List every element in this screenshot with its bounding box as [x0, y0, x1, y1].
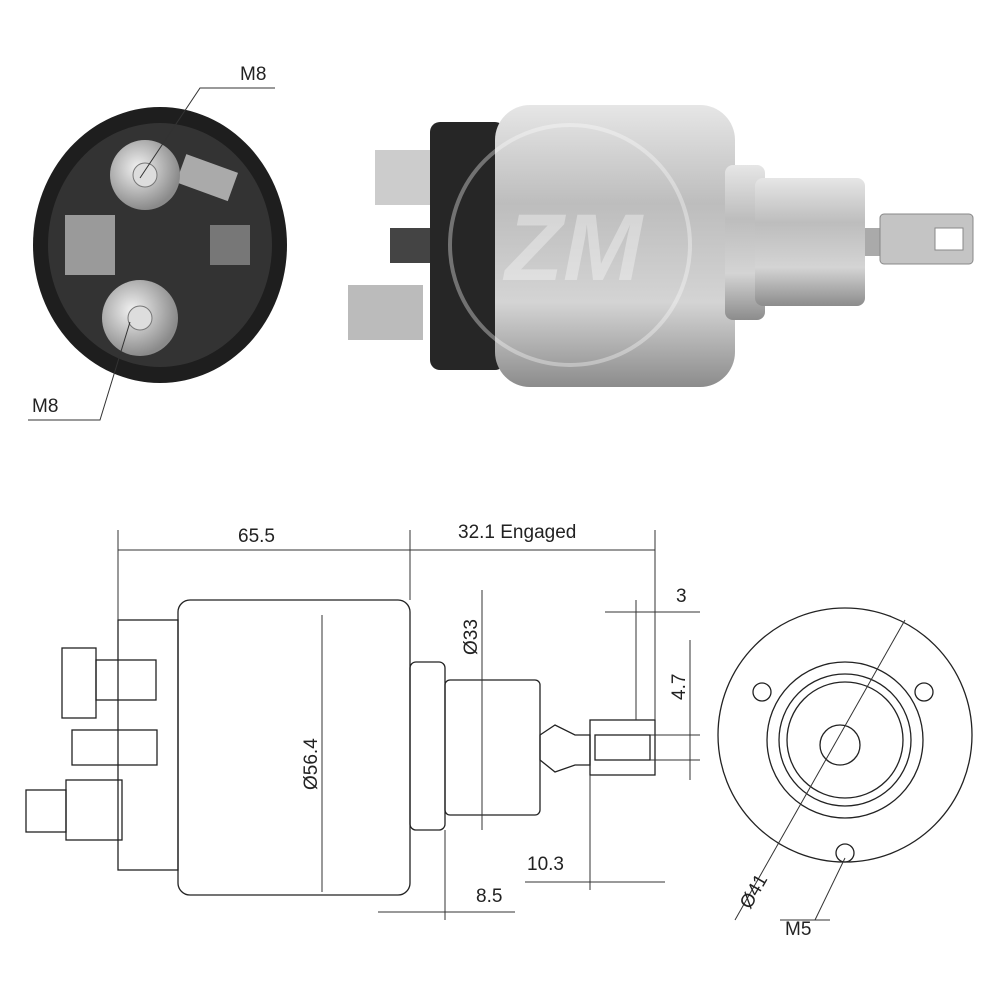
dim-step-length: 8.5 [476, 886, 502, 907]
end-view-drawing: Ø41 M5 [717, 607, 973, 940]
dim-mount-thread: M5 [785, 919, 811, 940]
dim-mount-circle: Ø41 [736, 871, 772, 913]
leader-m8-bottom [28, 321, 131, 421]
dim-tab-slot: 4.7 [669, 674, 690, 700]
dim-step-diameter: Ø33 [461, 619, 482, 655]
leader-m8-top [139, 87, 275, 179]
side-view-photo: ZM [348, 105, 974, 387]
label-m8-top: M8 [240, 64, 266, 85]
side-view-drawing: 65.5 32.1 Engaged Ø56.4 Ø33 3 4.7 10.3 8… [25, 522, 700, 920]
dim-tab-length: 10.3 [527, 854, 564, 875]
label-m8-bottom: M8 [32, 396, 58, 417]
svg-text:ZM: ZM [502, 195, 644, 301]
end-view-photo: M8 M8 [28, 64, 287, 421]
watermark-logo: ZM [448, 123, 692, 367]
dim-body-length: 65.5 [238, 526, 275, 547]
dim-body-diameter: Ø56.4 [301, 738, 322, 790]
dim-engaged-stroke: 32.1 Engaged [458, 522, 576, 543]
dim-tab-thickness: 3 [676, 586, 687, 607]
